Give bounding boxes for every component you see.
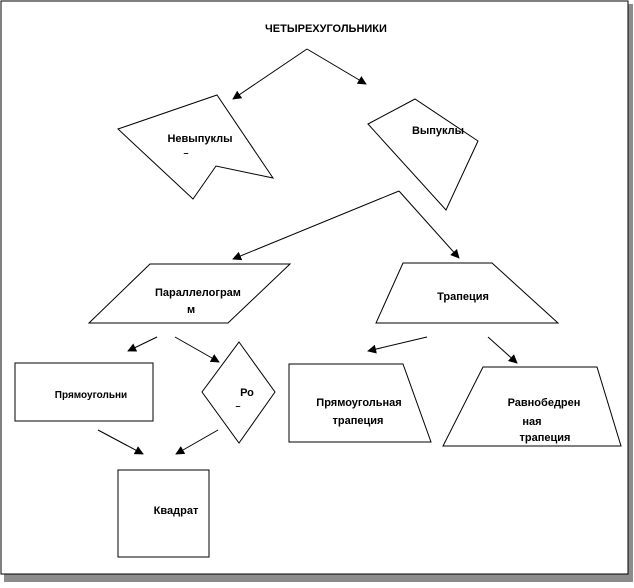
isosceles-trapezoid-label-line3: трапеция xyxy=(520,432,571,444)
title: ЧЕТЫРЕХУГОЛЬНИКИ xyxy=(265,23,387,35)
arrow-to-parallelogram xyxy=(232,190,400,261)
isosceles-trapezoid-label-line1: Равнобедрен xyxy=(508,397,581,409)
convex-label: Выпуклы xyxy=(412,125,464,137)
convex-shape xyxy=(367,98,479,211)
rectangle-label: Прямоугольни xyxy=(55,390,127,401)
arrow-rectangle-to-square xyxy=(97,429,144,455)
square-arrows xyxy=(97,429,219,455)
square-shape xyxy=(117,469,210,558)
diagram-frame xyxy=(0,0,629,575)
trapezoid-arrows xyxy=(367,336,518,364)
rectangle-shape xyxy=(14,362,154,422)
arrow-to-nonconvex xyxy=(232,48,308,100)
nonconvex-label: Невыпуклы xyxy=(167,133,232,145)
arrow-rhombus-to-square xyxy=(175,429,219,455)
nonconvex-mark: – xyxy=(183,148,188,158)
right-trapezoid-label-line1: Прямоугольная xyxy=(316,397,401,409)
isosceles-trapezoid-label-line2: ная xyxy=(522,416,541,428)
rhombus-mark: – xyxy=(235,401,240,411)
trapezoid-label: Трапеция xyxy=(437,291,489,303)
arrow-to-trapezoid xyxy=(398,190,460,259)
trapezoid-shape xyxy=(375,262,560,324)
nonconvex-shape xyxy=(117,94,275,200)
parallelogram-label-line2: м xyxy=(187,304,195,316)
parallelogram-shape xyxy=(87,263,292,324)
arrow-to-rhombus xyxy=(174,336,220,363)
arrow-to-rectangle xyxy=(127,336,158,352)
parallelogram-label-line1: Параллелограм xyxy=(155,287,241,299)
rhombus-shape xyxy=(201,341,276,444)
arrow-to-right-trapezoid xyxy=(367,336,428,354)
title-arrows xyxy=(232,48,367,100)
rhombus-label: Ро xyxy=(240,387,254,399)
right-trapezoid-label-line2: трапеция xyxy=(333,415,384,427)
arrow-to-isosceles-trapezoid xyxy=(487,336,518,364)
arrow-to-convex xyxy=(306,48,367,85)
parallelogram-arrows xyxy=(127,336,220,363)
right-trapezoid-shape xyxy=(288,363,432,443)
convex-arrows xyxy=(232,190,460,261)
square-label: Квадрат xyxy=(154,505,199,517)
isosceles-trapezoid-shape xyxy=(442,366,622,447)
